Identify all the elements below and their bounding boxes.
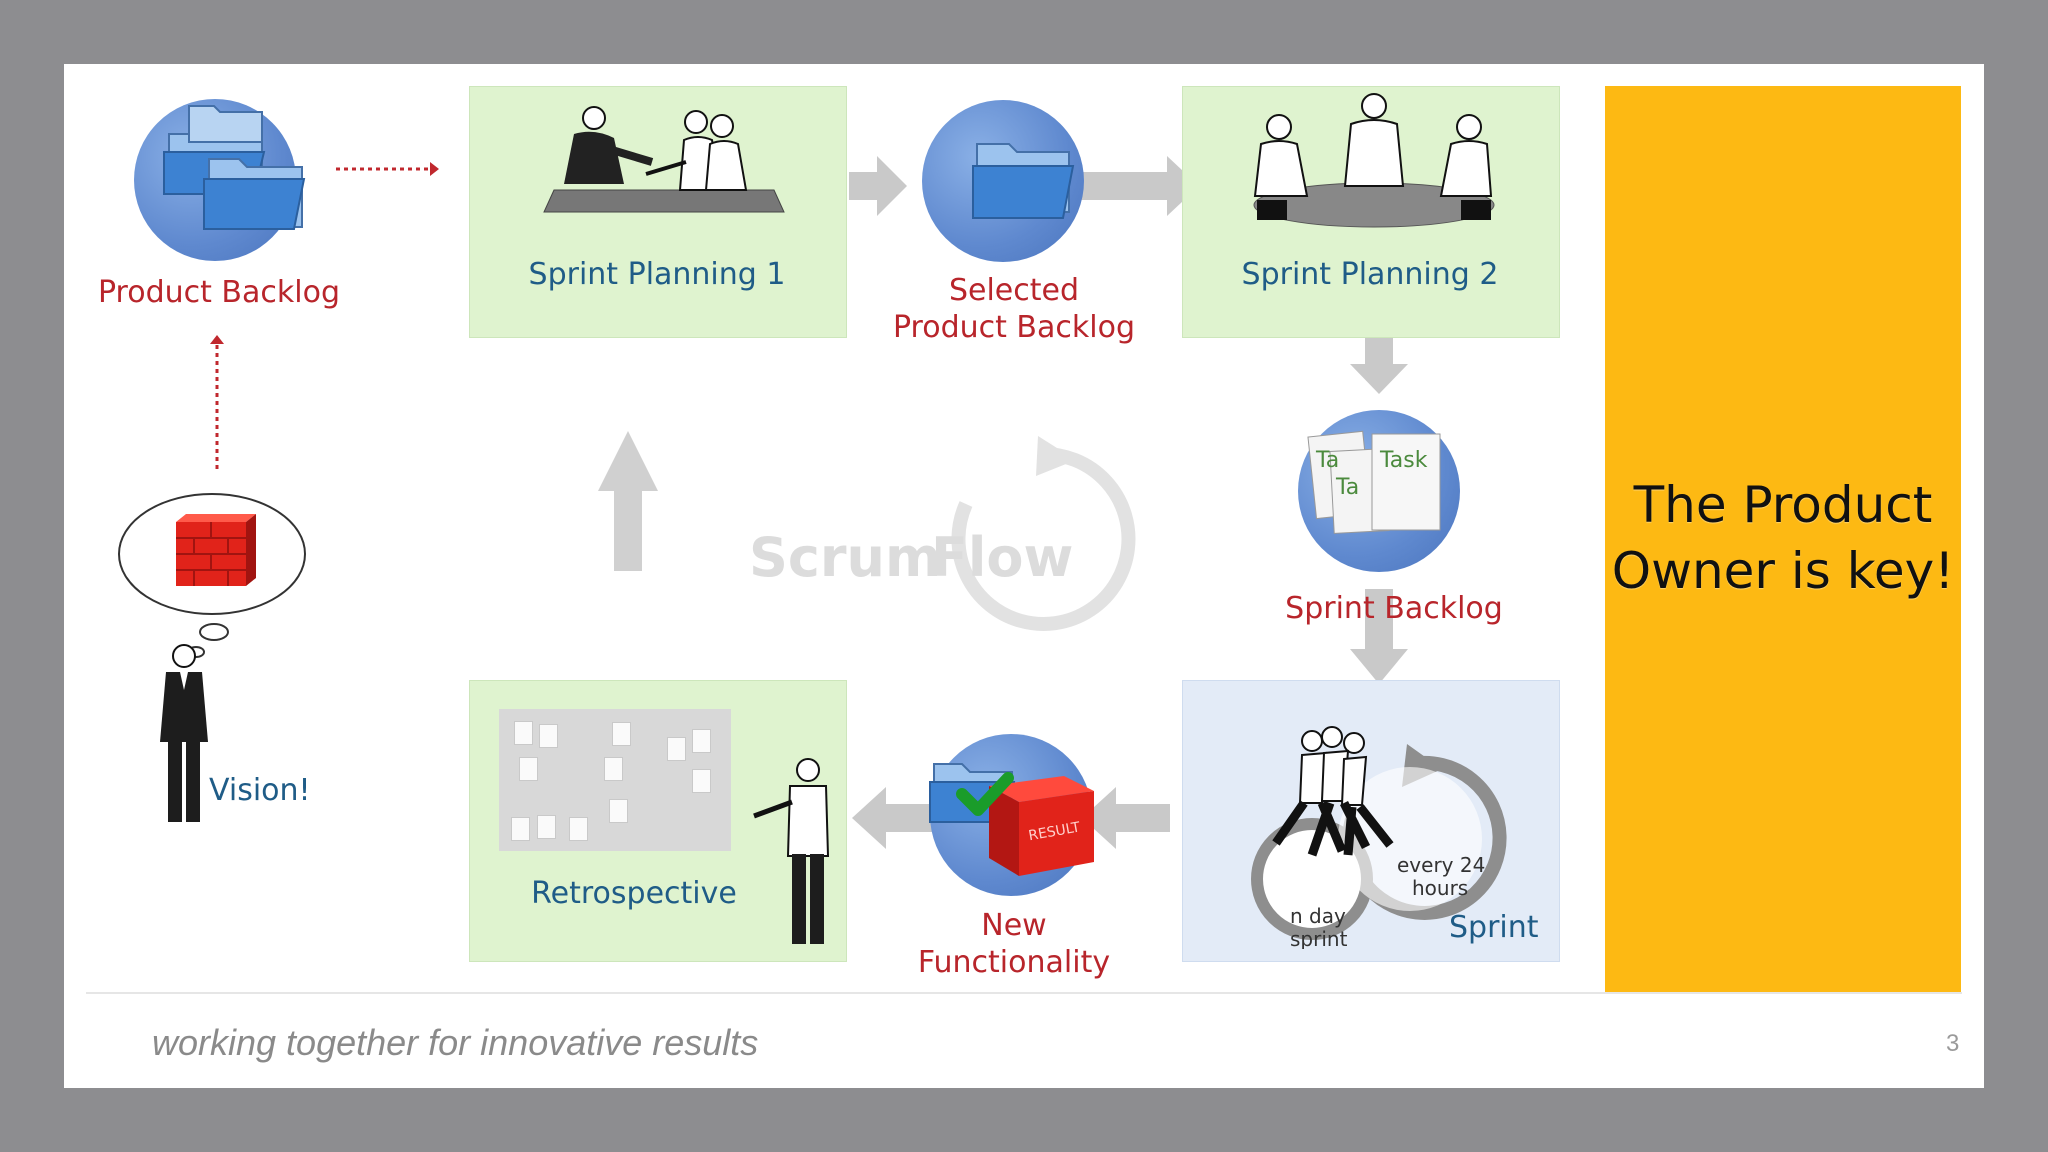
folder-icon	[972, 143, 1075, 219]
sprint-planning-1-label: Sprint Planning 1	[528, 257, 786, 292]
cycle-arrow-icon	[951, 436, 1136, 631]
thought-bubble-icon	[118, 493, 306, 658]
task-partial-text-2: Ta	[1335, 475, 1359, 500]
selected-backlog-line-2: Product Backlog	[892, 310, 1135, 345]
cycle-hours-text: hours	[1412, 876, 1468, 900]
sprint-label: Sprint	[1449, 910, 1539, 945]
scrum-watermark-1: Scrum	[749, 526, 942, 589]
scrum-watermark-2: Flow	[931, 526, 1074, 589]
page-number: 3	[1946, 1030, 1960, 1057]
folder-stack-icon	[163, 105, 306, 230]
task-documents-icon: Ta Ta Task	[1307, 430, 1441, 534]
selected-backlog-line-1: Selected	[948, 273, 1080, 308]
cycle-every-text: every 24	[1397, 853, 1485, 877]
cycle-nday-text: n day	[1290, 904, 1346, 928]
selected-backlog-label: Selected Product Backlog	[884, 272, 1144, 346]
product-owner-text: The Product Owner is key!	[1605, 472, 1961, 604]
retrospective-label: Retrospective	[531, 876, 737, 911]
task-partial-text-1: Ta	[1315, 448, 1339, 473]
product-owner-panel	[1605, 86, 1961, 992]
planning-meeting-icon	[543, 106, 785, 213]
slide: Product Backlog Sprint Planning 1 Select…	[64, 64, 1984, 1088]
product-backlog-label: Product Backlog	[97, 275, 340, 310]
vision-label: Vision!	[209, 773, 311, 808]
sprint-backlog-label: Sprint Backlog	[1285, 591, 1503, 626]
product-owner-line-2: Owner is key!	[1611, 542, 1955, 600]
presenter-figure-icon	[753, 758, 830, 944]
result-cube-icon: RESULT	[929, 763, 1094, 876]
new-functionality-label: New Functionality	[917, 908, 1111, 980]
sprint-cycle-icon: every 24 hours n day sprint	[1251, 726, 1507, 949]
businessman-figure-icon	[160, 644, 208, 822]
sprint-planning-2-label: Sprint Planning 2	[1241, 257, 1499, 292]
product-owner-line-1: The Product	[1633, 476, 1933, 534]
task-text: Task	[1379, 448, 1428, 473]
sticky-board	[499, 709, 731, 851]
footer-tagline: working together for innovative results	[152, 1022, 759, 1063]
team-meeting-icon	[1253, 93, 1495, 228]
footer-divider	[86, 992, 1962, 994]
cycle-sprint-text: sprint	[1290, 927, 1348, 949]
